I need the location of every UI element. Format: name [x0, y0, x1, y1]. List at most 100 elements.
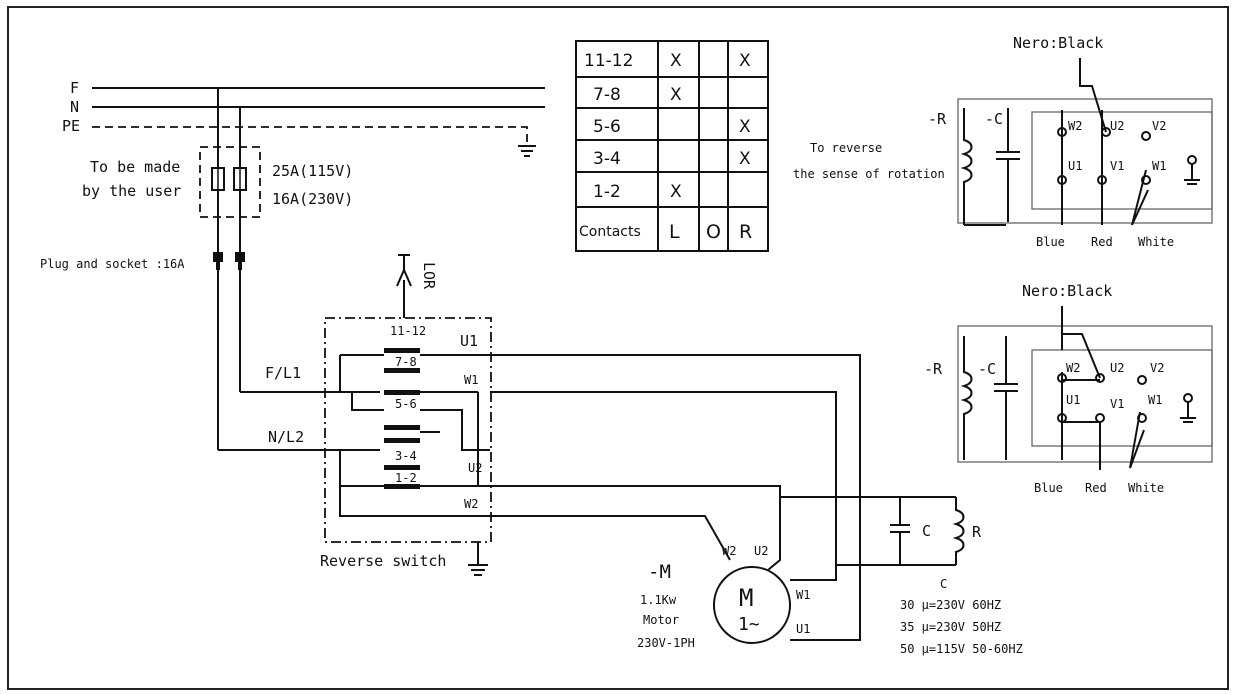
- reverse-switch: LOR 11-12 7-8 5-6 3-4 1-2 F/L1 N/L2 U1 W…: [265, 254, 492, 576]
- terminal-v1-label: V1: [1110, 397, 1124, 411]
- wire-blue-label: Blue: [1034, 481, 1063, 495]
- motor-terminal-u1: U1: [796, 622, 810, 636]
- capacitor-spec: 30 µ=230V 60HZ: [900, 598, 1001, 612]
- fuse-icon: [233, 167, 247, 191]
- capacitor-spec: 50 µ=115V 50-60HZ: [900, 642, 1023, 656]
- terminal-v2-label: V2: [1152, 119, 1166, 133]
- terminal-u1-label: U1: [1068, 159, 1082, 173]
- user-note-line2: by the user: [82, 182, 181, 200]
- earth-icon: [1184, 164, 1200, 185]
- user-note-line1: To be made: [90, 158, 180, 176]
- resistor-coil-icon: [960, 108, 973, 222]
- capacitor-c-label: C: [922, 522, 931, 540]
- motor-power: 1.1Kw: [640, 593, 677, 607]
- motor-phase-label: 1~: [738, 614, 760, 635]
- terminal-box-c: -C: [978, 360, 996, 378]
- capacitor-icon: [996, 108, 1020, 222]
- plug-socket-label: Plug and socket :16A: [40, 257, 185, 271]
- table-cell: X: [739, 149, 751, 169]
- motor-symbol-icon: [713, 566, 791, 644]
- table-footer-cell: L: [669, 221, 680, 243]
- table-cell: X: [739, 51, 751, 71]
- table-cell: X: [739, 117, 751, 137]
- table-row-label: 1-2: [593, 182, 621, 202]
- switch-contact-label: 5-6: [395, 397, 417, 411]
- earth-icon: [468, 542, 488, 576]
- terminal-u2-label: U2: [468, 461, 482, 475]
- n-l2-label: N/L2: [268, 428, 304, 446]
- resistor-coil-icon: R: [952, 497, 982, 565]
- reverse-note-line1: To reverse: [810, 141, 882, 155]
- lor-label: LOR: [420, 262, 438, 290]
- switch-contact-label: 1-2: [395, 471, 417, 485]
- wire-white-label: White: [1138, 235, 1174, 249]
- earth-icon: [1180, 402, 1196, 423]
- motor-terminal-w1: W1: [796, 588, 810, 602]
- capacitor-spec: 35 µ=230V 50HZ: [900, 620, 1001, 634]
- reverse-note-line2: the sense of rotation: [793, 167, 945, 181]
- table-footer-label: Contacts: [579, 224, 641, 240]
- run-capacitor: C: [890, 497, 931, 565]
- terminal-box-title: Nero:Black: [1022, 282, 1112, 300]
- capacitor-spec-heading: C: [940, 577, 947, 591]
- reverse-switch-caption: Reverse switch: [320, 552, 446, 570]
- line-f-label: F: [70, 79, 79, 97]
- switch-contact-label: 3-4: [395, 449, 417, 463]
- terminal-u1-label: U1: [460, 332, 478, 350]
- terminal-u1-label: U1: [1066, 393, 1080, 407]
- wire-red-label: Red: [1085, 481, 1107, 495]
- wire-white-label: White: [1128, 481, 1164, 495]
- terminal-v1-label: V1: [1110, 159, 1124, 173]
- table-row-label: 5-6: [593, 117, 621, 137]
- terminal-box-r: -R: [928, 110, 947, 128]
- switch-contact-label: 11-12: [390, 324, 426, 338]
- terminal-box-top: Nero:Black -R -C W2 U2 V2 U1 V1 W1 Blue: [928, 34, 1213, 249]
- fuse-dashed-box: [199, 146, 261, 218]
- switch-contact-label: 7-8: [395, 355, 417, 369]
- table-cell: X: [670, 182, 682, 202]
- supply-lines: F N PE To be made by the user 25A(115V) …: [40, 79, 545, 451]
- capacitor-specs: C 30 µ=230V 60HZ 35 µ=230V 50HZ 50 µ=115…: [900, 577, 1023, 656]
- motor-wiring: [490, 354, 956, 641]
- earth-icon: [518, 145, 536, 157]
- terminal-w1-label: W1: [464, 373, 478, 387]
- motor-supply: 230V-1PH: [637, 636, 695, 650]
- terminal-w2-label: W2: [464, 497, 478, 511]
- terminal-box-title: Nero:Black: [1013, 34, 1103, 52]
- motor: M 1~ -M 1.1Kw Motor 230V-1PH W2 U2 W1 U1: [637, 544, 810, 650]
- plug-icon: [235, 252, 245, 270]
- table-row-label: 3-4: [593, 149, 621, 169]
- resistor-coil-icon: [960, 336, 973, 460]
- wire-blue-label: Blue: [1036, 235, 1065, 249]
- terminal-w2-label: W2: [1066, 361, 1080, 375]
- table-cell: X: [670, 51, 682, 71]
- switch-dashed-box: [324, 317, 492, 543]
- terminal-v2-label: V2: [1150, 361, 1164, 375]
- fuse-rating-115: 25A(115V): [272, 162, 353, 180]
- table-footer-cell: O: [706, 221, 721, 243]
- fuse-icon: [211, 167, 225, 191]
- fuse-rating-230: 16A(230V): [272, 190, 353, 208]
- terminal-box-r: -R: [924, 360, 943, 378]
- motor-terminal-w2: W2: [722, 544, 736, 558]
- line-pe: [92, 126, 528, 145]
- line-pe-label: PE: [62, 117, 80, 135]
- table-cell: X: [670, 85, 682, 105]
- terminal-box-c: -C: [985, 110, 1003, 128]
- table-row-label: 11-12: [584, 51, 633, 71]
- terminal-u2-label: U2: [1110, 361, 1124, 375]
- table-row-label: 7-8: [593, 85, 621, 105]
- motor-designation: -M: [648, 561, 671, 583]
- resistor-r-label: R: [972, 523, 982, 541]
- terminal-u2-label: U2: [1110, 119, 1124, 133]
- terminal-w1-label: W1: [1152, 159, 1166, 173]
- capacitor-icon: [994, 336, 1018, 460]
- f-l1-label: F/L1: [265, 364, 301, 382]
- plug-icon: [213, 252, 223, 270]
- terminal-w2-label: W2: [1068, 119, 1082, 133]
- diagram-frame: [7, 6, 1229, 690]
- motor-label: Motor: [643, 613, 679, 627]
- contact-table: 11-12 X X 7-8 X 5-6 X 3-4 X 1-2 X Contac…: [575, 40, 769, 252]
- terminal-box-bottom: Nero:Black -R -C W2 U2 V2 U1 V1 W1 Blu: [924, 282, 1213, 495]
